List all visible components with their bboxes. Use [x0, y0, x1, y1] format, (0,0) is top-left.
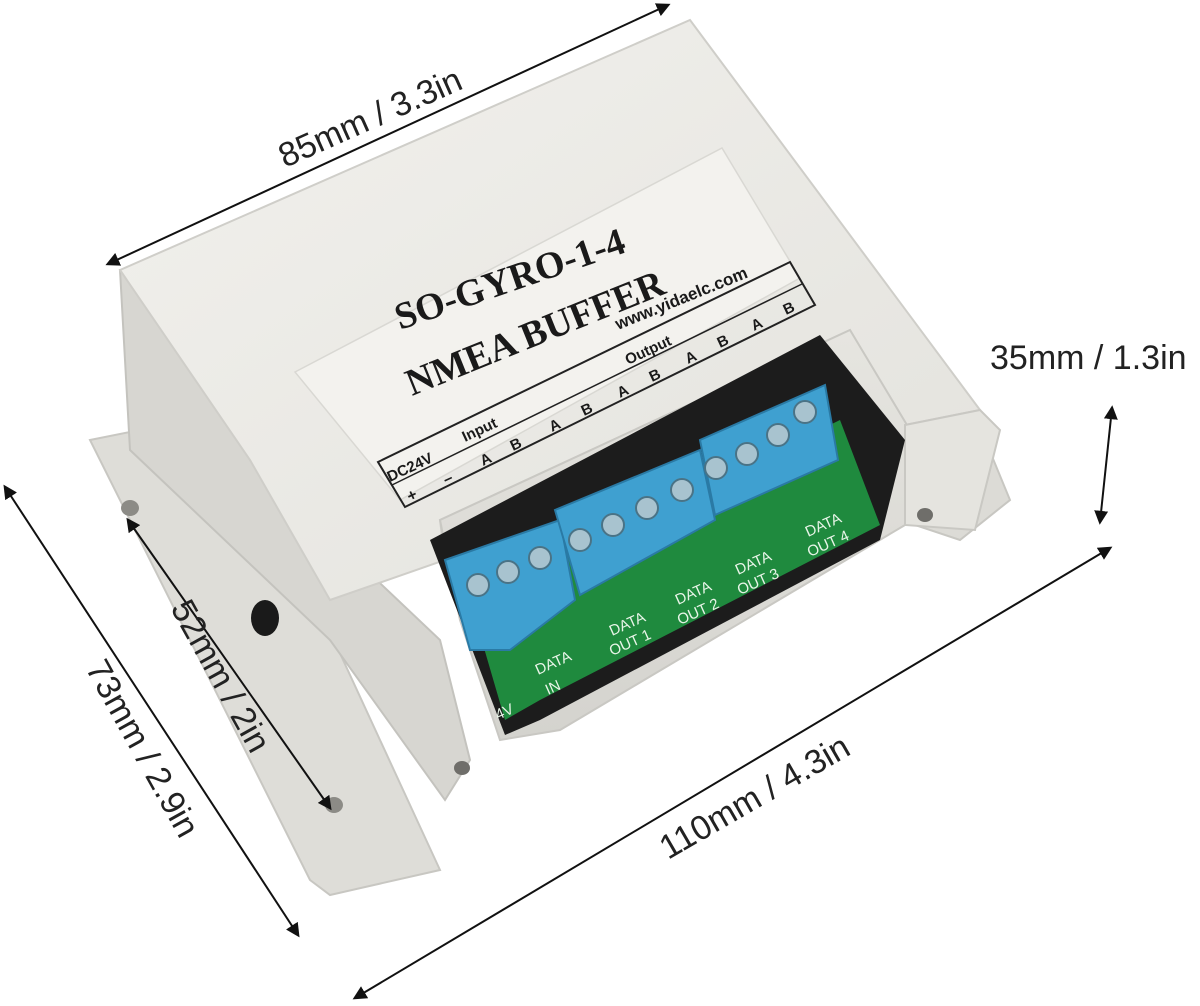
- screw-icon: [496, 560, 520, 584]
- hole-icon: [454, 761, 470, 775]
- terminal-block-output-2: [698, 383, 840, 517]
- hole-icon: [121, 500, 139, 516]
- dimension-arrow-top: [105, 3, 671, 266]
- screw-icon: [704, 456, 728, 480]
- screw-icon: [793, 400, 817, 424]
- screw-icon: [568, 528, 592, 552]
- hole-icon: [917, 508, 933, 522]
- dimension-right: 35mm / 1.3in: [990, 339, 1187, 377]
- screw-icon: [670, 478, 694, 502]
- label-terminal-table: [376, 260, 817, 509]
- dimension-arrow-bottom: [352, 546, 1113, 1000]
- screw-icon: [735, 442, 759, 466]
- dimension-arrow-right: [1094, 405, 1118, 525]
- screw-icon: [601, 513, 625, 537]
- screw-icon: [466, 573, 490, 597]
- screw-icon: [635, 496, 659, 520]
- dimension-outer-left: 73mm / 2.9in: [78, 653, 207, 843]
- dimension-arrow-outer-left: [3, 484, 300, 938]
- screw-icon: [766, 423, 790, 447]
- screw-icon: [528, 546, 552, 570]
- screw-head-icon: [251, 600, 279, 636]
- dimension-bottom: 110mm / 4.3in: [653, 728, 856, 867]
